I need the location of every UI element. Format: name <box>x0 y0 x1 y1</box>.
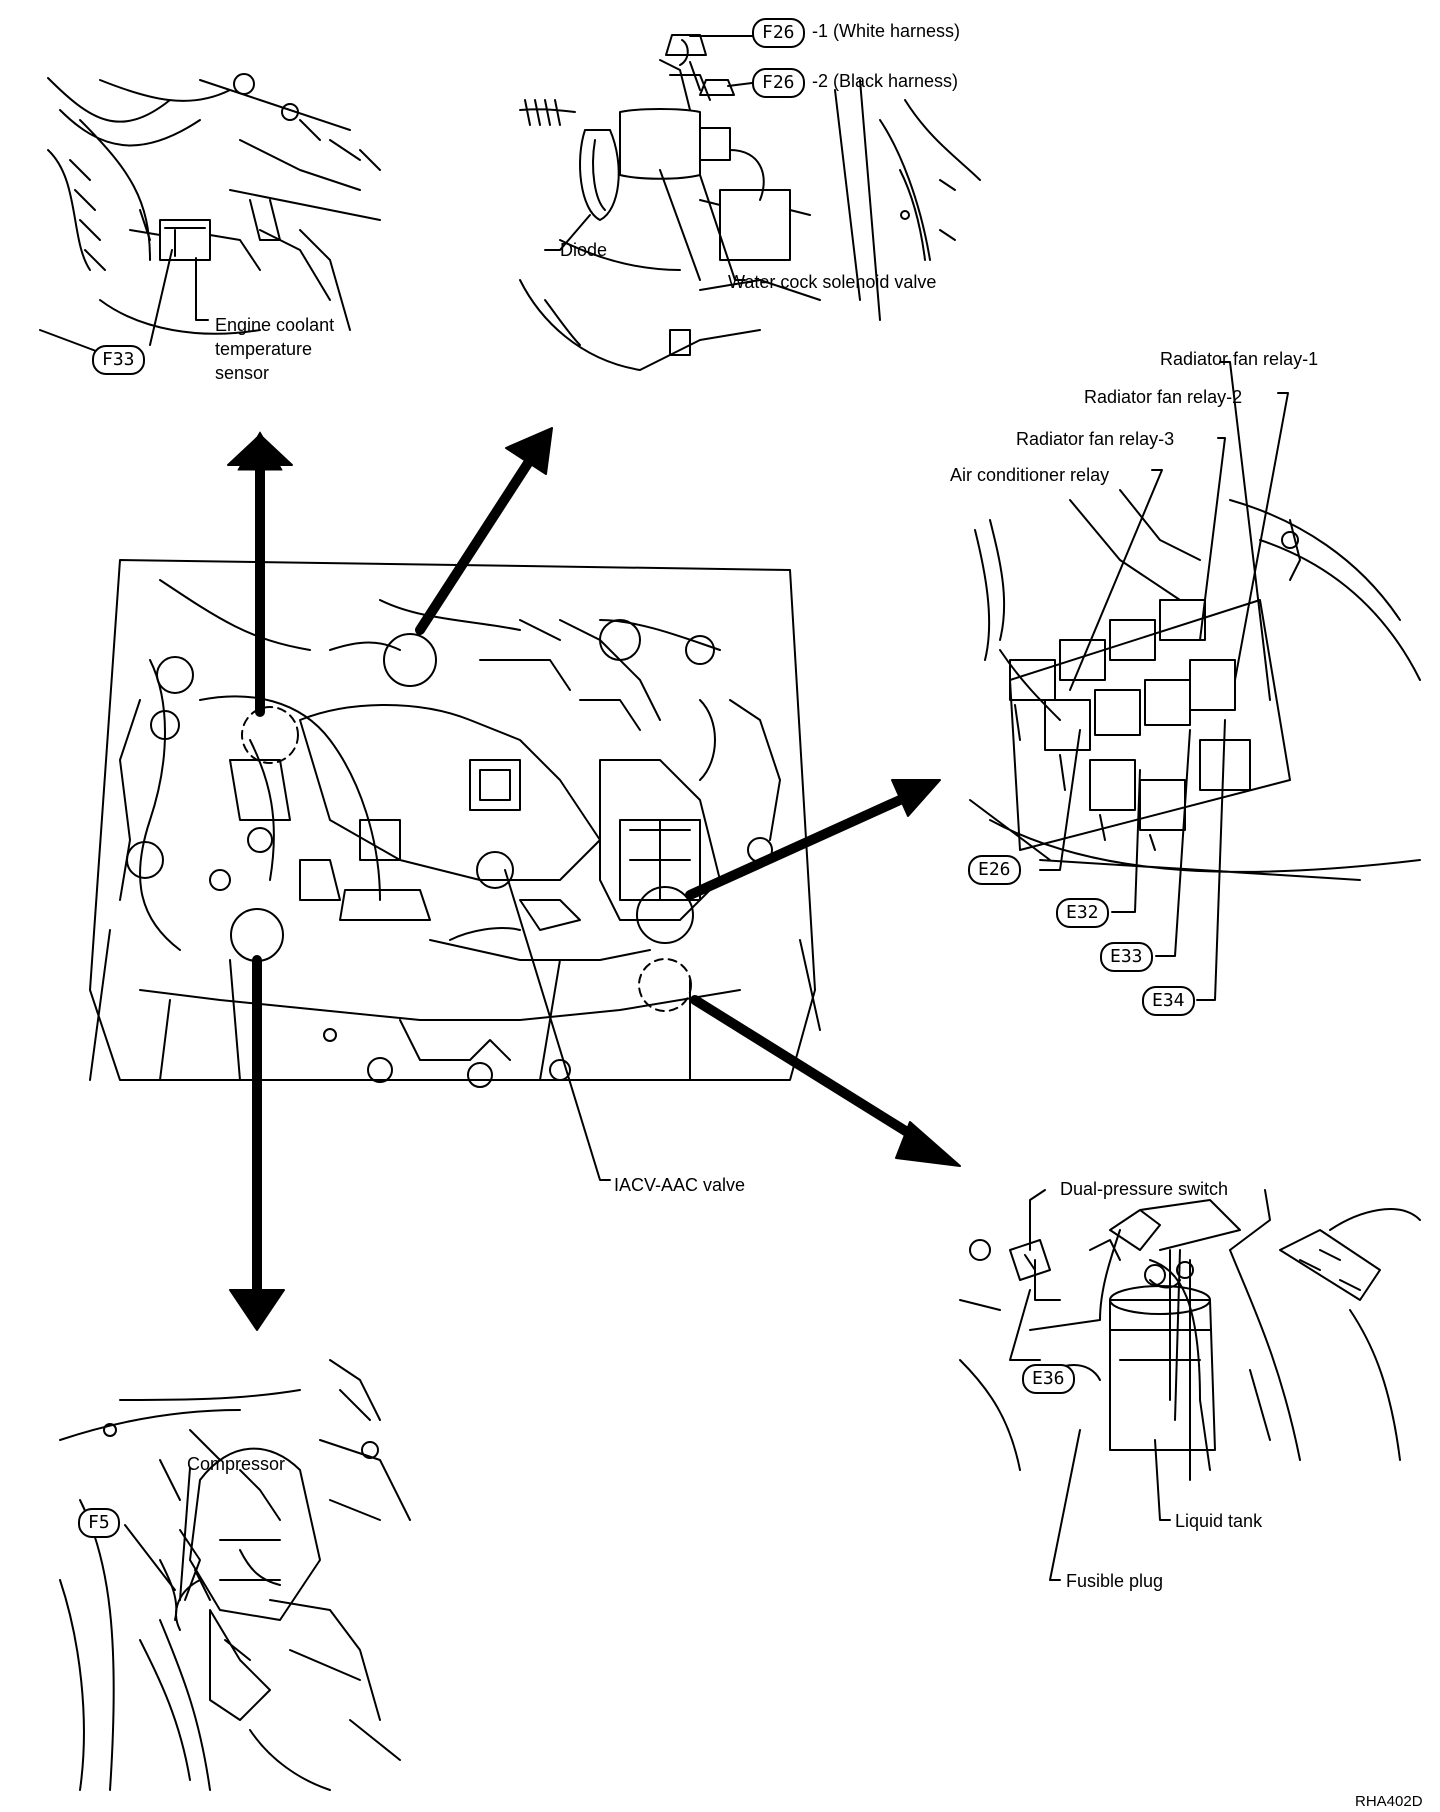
coolant-sensor-leader <box>195 257 209 321</box>
dual-pressure-leader <box>1229 1189 1271 1251</box>
e32-leader <box>1111 769 1141 913</box>
f26-1-harness-label: -1 (White harness) <box>812 21 961 41</box>
figure-code-label: RHA402D <box>1355 1793 1423 1810</box>
f5-connector-label: F5 <box>78 1508 120 1538</box>
radiator-fan-relay-2-label: Radiator fan relay-2 <box>1084 387 1243 407</box>
diode-leader <box>544 214 591 251</box>
fusible-plug-label: Fusible plug <box>1066 1571 1164 1591</box>
f26-2-connector-body <box>699 79 735 96</box>
air-conditioner-relay-label: Air conditioner relay <box>950 465 1110 485</box>
e33-leader <box>1155 729 1191 957</box>
e34-leader <box>1196 719 1226 1001</box>
engine-coolant-label-1: Engine coolant <box>215 315 335 335</box>
e34-connector-label: E34 <box>1142 986 1195 1016</box>
engine-coolant-label-3: sensor <box>215 363 270 383</box>
dual-pressure-switch-label: Dual-pressure switch <box>1060 1179 1229 1199</box>
water-cock-label: Water cock solenoid valve <box>728 272 937 292</box>
e26-leader <box>1039 729 1081 871</box>
iacv-aac-valve-label: IACV-AAC valve <box>614 1175 746 1195</box>
e36-leader <box>1009 1289 1041 1361</box>
engine-bay-overview <box>89 559 821 1088</box>
f33-connector-label: F33 <box>92 345 145 375</box>
liquid-tank-inset <box>959 1199 1421 1481</box>
liquid-tank-label: Liquid tank <box>1175 1511 1263 1531</box>
relay-3-leader <box>1199 437 1226 641</box>
f26-2-harness-label: -2 (Black harness) <box>812 71 959 91</box>
ac-relay-leader <box>1069 469 1163 691</box>
water-cock-leader <box>659 169 746 281</box>
compressor-label: Compressor <box>187 1454 286 1474</box>
relay-box-inset <box>969 489 1421 881</box>
pointer-arrows <box>227 427 961 1331</box>
e26-connector-label: E26 <box>968 855 1021 885</box>
engine-coolant-label-2: temperature <box>215 339 313 359</box>
f26-1-connector-label: F26 <box>752 18 805 48</box>
compressor-leader <box>179 1467 191 1601</box>
radiator-fan-relay-1-label: Radiator fan relay-1 <box>1160 349 1319 369</box>
diode-label: Diode <box>560 240 608 260</box>
e33-connector-label: E33 <box>1100 942 1153 972</box>
coolant-sensor-inset <box>39 73 381 361</box>
f33-leader <box>149 249 173 346</box>
dual-pressure-left-leader <box>1029 1189 1046 1251</box>
f5-leader <box>124 1524 176 1591</box>
radiator-fan-relay-3-label: Radiator fan relay-3 <box>1016 429 1175 449</box>
fusible-plug-leader <box>1049 1429 1081 1581</box>
iacv-leader <box>504 869 611 1181</box>
compressor-inset <box>59 1359 411 1791</box>
f26-1-connector-body <box>665 34 707 56</box>
relay-2-leader <box>1234 392 1289 681</box>
e32-connector-label: E32 <box>1056 898 1109 928</box>
f26-2-connector-label: F26 <box>752 68 805 98</box>
relay-blocks <box>1009 599 1251 851</box>
liquid-tank-leader <box>1154 1439 1171 1521</box>
e36-connector-label: E36 <box>1022 1364 1075 1394</box>
relay-1-leader <box>1219 361 1271 701</box>
